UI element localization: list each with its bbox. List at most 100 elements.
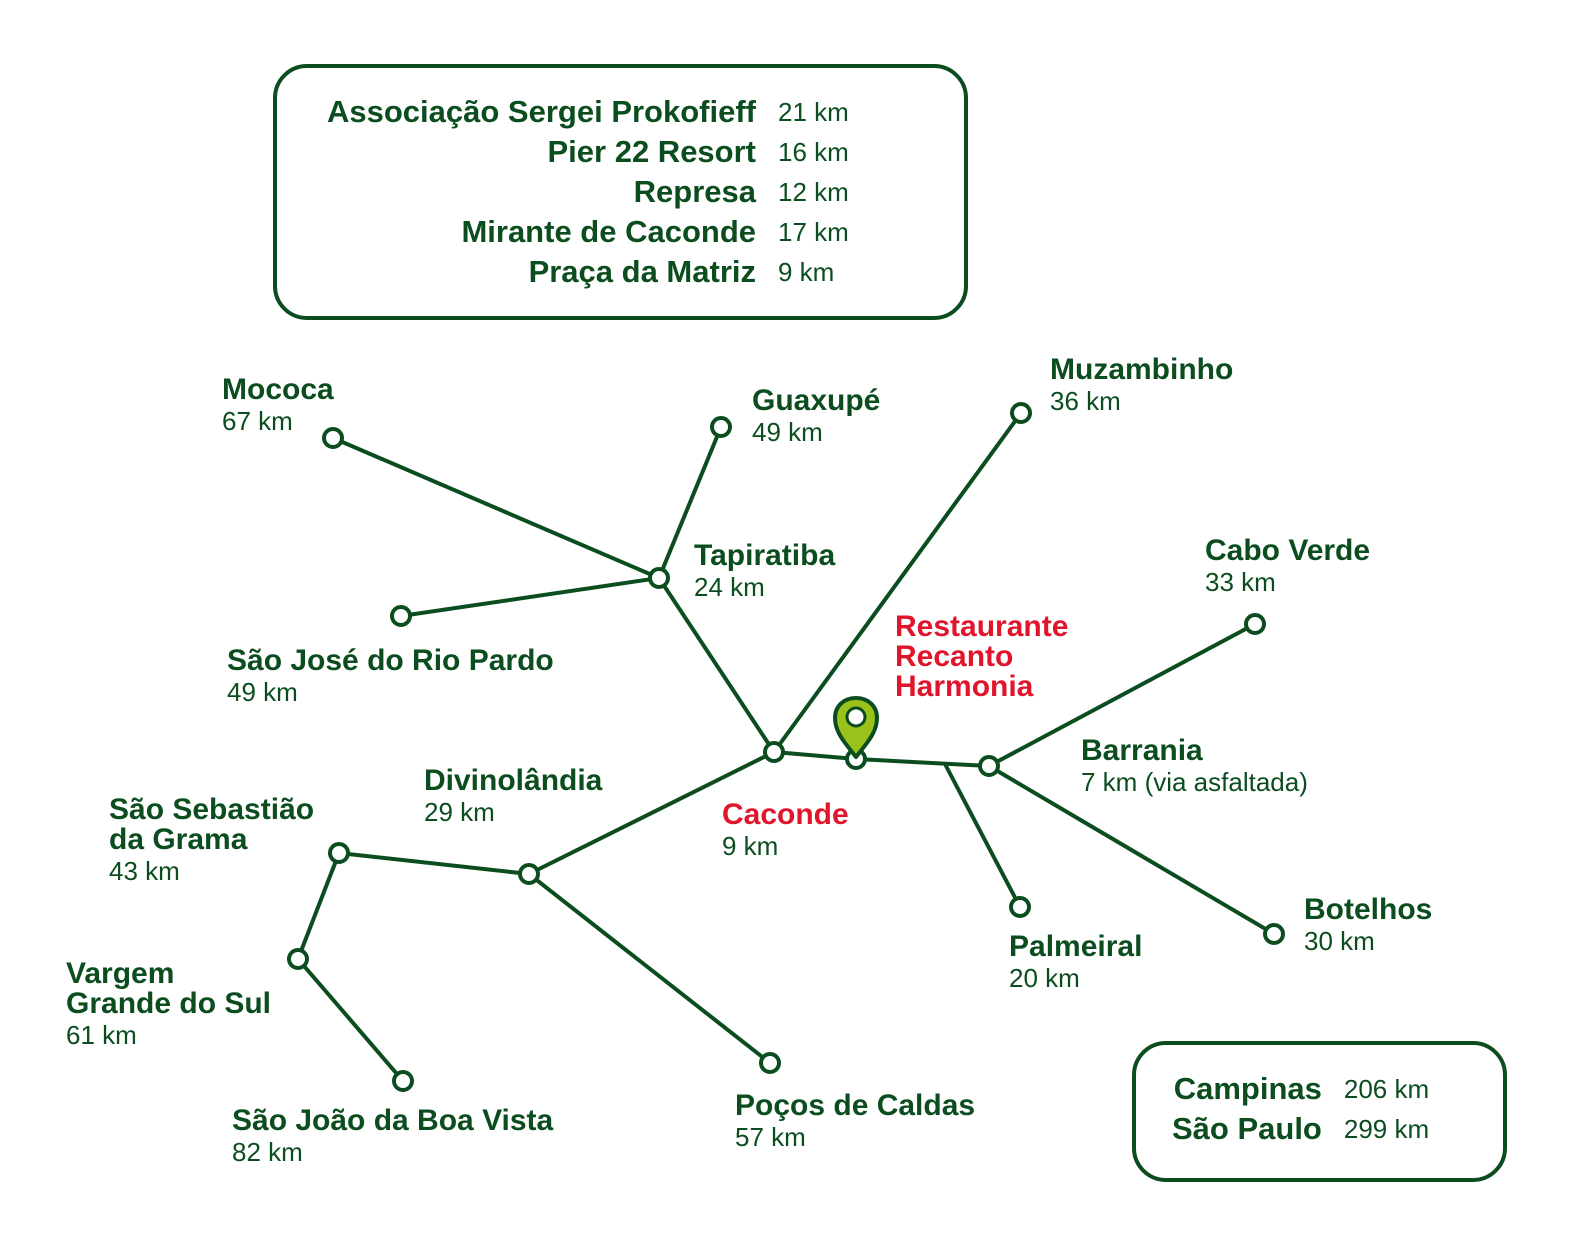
road-tapiratiba-sao-jose: [399, 576, 661, 618]
node-mococa: [322, 427, 344, 449]
attraction-name: Pier 22 Resort: [547, 134, 757, 169]
far-cities-list: Campinas 206 km São Paulo 299 km: [1172, 1069, 1429, 1149]
far-city-distance: 206 km: [1343, 1074, 1430, 1104]
city-name-line: São Sebastião: [109, 793, 315, 826]
city-label-sao-jose: São José do Rio Pardo 49 km: [227, 646, 554, 708]
node-divinolandia: [518, 863, 540, 885]
road-caconde-divinolandia: [527, 750, 776, 876]
city-name-line: Grande do Sul: [66, 987, 272, 1020]
city-label-cabo-verde: Cabo Verde 33 km: [1205, 536, 1370, 598]
attraction-distance: 9 km: [778, 257, 835, 287]
city-label-palmeiral: Palmeiral 20 km: [1009, 932, 1142, 994]
node-muzambinho: [1010, 402, 1032, 424]
city-distance: 49 km: [752, 417, 823, 447]
road-destination-barrania: [854, 757, 991, 768]
city-name: São José do Rio Pardo: [227, 644, 554, 677]
attraction-name: Associação Sergei Prokofieff: [327, 94, 756, 129]
city-label-muzambinho: Muzambinho 36 km: [1050, 355, 1233, 417]
city-distance: 49 km: [227, 677, 298, 707]
city-name: Mococa: [222, 373, 334, 406]
city-distance: 9 km: [722, 831, 779, 861]
far-city-distance: 299 km: [1343, 1114, 1430, 1144]
node-guaxupe: [710, 416, 732, 438]
attraction-distance: 12 km: [778, 177, 849, 207]
city-distance: 20 km: [1009, 963, 1080, 993]
attraction-name: Mirante de Caconde: [461, 214, 756, 249]
city-distance: 30 km: [1304, 926, 1375, 956]
node-barrania: [978, 755, 1000, 777]
city-distance: 82 km: [232, 1137, 303, 1167]
city-name: Guaxupé: [752, 384, 881, 417]
list-item: Associação Sergei Prokofieff 21 km: [327, 92, 849, 132]
attraction-name: Represa: [633, 174, 756, 209]
road-caconde-muzambinho: [772, 411, 1023, 754]
city-name: Barrania: [1081, 734, 1203, 767]
city-label-pocos: Poços de Caldas 57 km: [735, 1091, 975, 1153]
city-name-line: Vargem: [66, 957, 175, 990]
road-barrania-botelhos: [987, 764, 1276, 936]
city-distance: 24 km: [694, 572, 765, 602]
city-distance: 29 km: [424, 797, 495, 827]
city-distance: 67 km: [222, 406, 293, 436]
city-label-caconde: Caconde 9 km: [722, 800, 849, 862]
road-barrania-cabo-verde: [987, 622, 1257, 768]
node-tapiratiba: [648, 567, 670, 589]
attraction-distance: 21 km: [778, 97, 849, 127]
road-caconde-tapiratiba: [657, 576, 776, 754]
city-name: Palmeiral: [1009, 930, 1143, 963]
attraction-distance: 16 km: [778, 137, 849, 167]
road-junction-palmeiral: [943, 762, 1022, 909]
destination-name-line: Harmonia: [895, 670, 1034, 703]
city-name: Tapiratiba: [694, 539, 836, 572]
road-tapiratiba-guaxupe: [657, 425, 723, 580]
city-label-mococa: Mococa 67 km: [222, 375, 334, 437]
city-name: Caconde: [722, 798, 849, 831]
city-label-barrania: Barrania 7 km (via asfaltada): [1081, 736, 1308, 798]
city-name: Divinolândia: [424, 764, 603, 797]
city-distance: 43 km: [109, 856, 180, 886]
road-divinolandia-pocos: [527, 872, 772, 1065]
city-label-divinolandia: Divinolândia 29 km: [424, 766, 602, 828]
destination-name-line: Restaurante: [895, 610, 1069, 643]
destination-name-line: Recanto: [895, 640, 1014, 673]
city-name: Poços de Caldas: [735, 1089, 976, 1122]
list-item: Mirante de Caconde 17 km: [327, 212, 849, 252]
list-item: Campinas 206 km: [1172, 1069, 1429, 1109]
city-name: São João da Boa Vista: [232, 1104, 554, 1137]
city-label-sao-sebastiao: São Sebastião da Grama 43 km: [109, 795, 314, 887]
node-sao-joao: [392, 1070, 414, 1092]
far-cities-box: [1132, 1041, 1507, 1182]
city-distance: 33 km: [1205, 567, 1276, 597]
city-label-vargem: Vargem Grande do Sul 61 km: [66, 959, 271, 1051]
far-city-name: Campinas: [1173, 1071, 1322, 1106]
node-sao-jose: [390, 605, 412, 627]
destination-label: Restaurante Recanto Harmonia: [895, 612, 1068, 702]
node-cabo-verde: [1244, 613, 1266, 635]
city-distance: 7 km (via asfaltada): [1081, 767, 1308, 797]
city-label-botelhos: Botelhos 30 km: [1304, 895, 1432, 957]
road-sao-sebastiao-vargem: [296, 851, 341, 961]
road-vargem-sao-joao: [296, 957, 405, 1083]
list-item: São Paulo 299 km: [1172, 1109, 1429, 1149]
node-sao-sebastiao: [328, 842, 350, 864]
nearby-attractions-list: Associação Sergei Prokofieff 21 km Pier …: [327, 92, 849, 292]
node-vargem: [287, 948, 309, 970]
road-tapiratiba-mococa: [331, 436, 661, 580]
node-pocos: [759, 1052, 781, 1074]
attraction-name: Praça da Matriz: [528, 254, 756, 289]
city-label-sao-joao: São João da Boa Vista 82 km: [232, 1106, 553, 1168]
node-botelhos: [1263, 923, 1285, 945]
road-caconde-destination: [772, 750, 858, 761]
attraction-distance: 17 km: [778, 217, 849, 247]
city-label-guaxupe: Guaxupé 49 km: [752, 386, 880, 448]
list-item: Represa 12 km: [327, 172, 849, 212]
list-item: Praça da Matriz 9 km: [327, 252, 849, 292]
node-palmeiral: [1009, 896, 1031, 918]
city-distance: 57 km: [735, 1122, 806, 1152]
far-city-name: São Paulo: [1172, 1111, 1322, 1146]
city-name-line: da Grama: [109, 823, 248, 856]
city-distance: 36 km: [1050, 386, 1121, 416]
node-caconde: [763, 741, 785, 763]
city-label-tapiratiba: Tapiratiba 24 km: [694, 541, 835, 603]
